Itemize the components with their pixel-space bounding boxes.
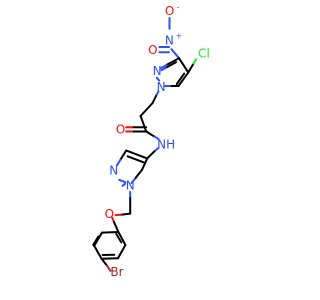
upper-pyrazole-n1-n2-bond (155, 76, 161, 82)
lower-pyrazole-c3-n2-bond-carbon-part (119, 149, 128, 161)
bromo-bond-carbon-part (100, 257, 108, 267)
lower-pyrazole-n1-c5-bond-nitrogen-part (130, 178, 136, 184)
nitro-oxygen-negative-charge: - (177, 3, 180, 12)
upper-pyrazole-c4-c5-double-bond (175, 72, 186, 85)
phenyl-bond-1 (101, 231, 120, 234)
nitro-oxygen-minus-label: O (165, 4, 174, 18)
phenyl-double-bond-6 (115, 233, 123, 244)
ether-o-aryl-bond-carbon-part (113, 221, 120, 233)
upper-pyrazole-c4-c5-bond (177, 71, 190, 87)
upper-pyrazole-c3-c4-bond (178, 57, 190, 74)
amide-c-n-bond-nitrogen-part (153, 135, 160, 140)
chain-ch2-carbonyl-bond (139, 115, 148, 133)
molecule-svg: O - N + O N N Cl O NH N N O Br (92, 3, 210, 280)
ether-oxygen-label: O (105, 207, 114, 221)
lower-pyrazole-c4-c3-double-bond (126, 155, 145, 164)
lower-pyrazole-n2-label: N (109, 164, 118, 178)
upper-pyrazole-n1-label: N (157, 80, 166, 94)
bond-layer (92, 17, 198, 272)
upper-pyrazole-c3-n2-bond-carbon-part (165, 57, 180, 66)
chain-n1-ch2-bond-carbon-part (151, 95, 157, 104)
nitro-nitrogen-label: N (165, 34, 174, 48)
nitro-nitrogen-positive-charge: + (176, 32, 183, 41)
lower-pyrazole-n2-n1-double-bond (121, 182, 127, 187)
lower-pyrazole-n1-c5-bond-carbon-part (133, 168, 143, 180)
chlorine-label: Cl (198, 47, 210, 61)
nh-pyrazole-bond-carbon-part (146, 150, 156, 160)
upper-pyrazole-c3-n2-bond-nitrogen-part (159, 64, 168, 70)
ch2-ether-o-bond-carbon-part (120, 212, 132, 216)
phenyl-bond-2 (93, 231, 103, 247)
lower-pyrazole-c4-c3-bond (125, 149, 149, 160)
upper-pyrazole-c3-n2-double-bond-carbon-part (164, 61, 177, 69)
upper-pyrazole-c3-n2-double-bond-nitrogen-part (160, 66, 167, 72)
upper-pyrazole-n2-label: N (153, 64, 162, 78)
lower-pyrazole-c3-n2-bond-nitrogen-part (115, 158, 122, 167)
lower-pyrazole-n1-label: N (126, 179, 135, 193)
lower-pyrazole-c5-c4-bond (141, 157, 149, 171)
amide-nitrogen-label: NH (157, 137, 175, 151)
bromine-label: Br (110, 265, 123, 279)
phenyl-bond-4 (100, 257, 119, 260)
phenyl-bond-5 (117, 244, 127, 260)
nitro-double-bond-oxygen-label: O (148, 43, 157, 57)
phenyl-bond-3 (93, 244, 103, 260)
chloro-bond-carbon-part (187, 62, 195, 74)
amide-c-n-bond-carbon-part (145, 130, 156, 138)
atom-label-layer: O - N + O N N Cl O NH N N O Br (105, 3, 210, 280)
phenyl-bond-6 (117, 231, 127, 246)
molecule-structure-canvas: O - N + O N N Cl O NH N N O Br (92, 2, 210, 280)
chloro-bond-chlorine-part (192, 58, 198, 65)
phenyl-double-bond-2 (92, 235, 100, 246)
chain-ch2-ch2-bond (139, 102, 154, 117)
bromo-bond-bromine-part (106, 264, 112, 272)
lower-pyrazole-n2-n1-bond (118, 178, 127, 184)
nitro-n-c3-bond (170, 48, 180, 60)
amide-oxygen-label: O (116, 123, 125, 137)
